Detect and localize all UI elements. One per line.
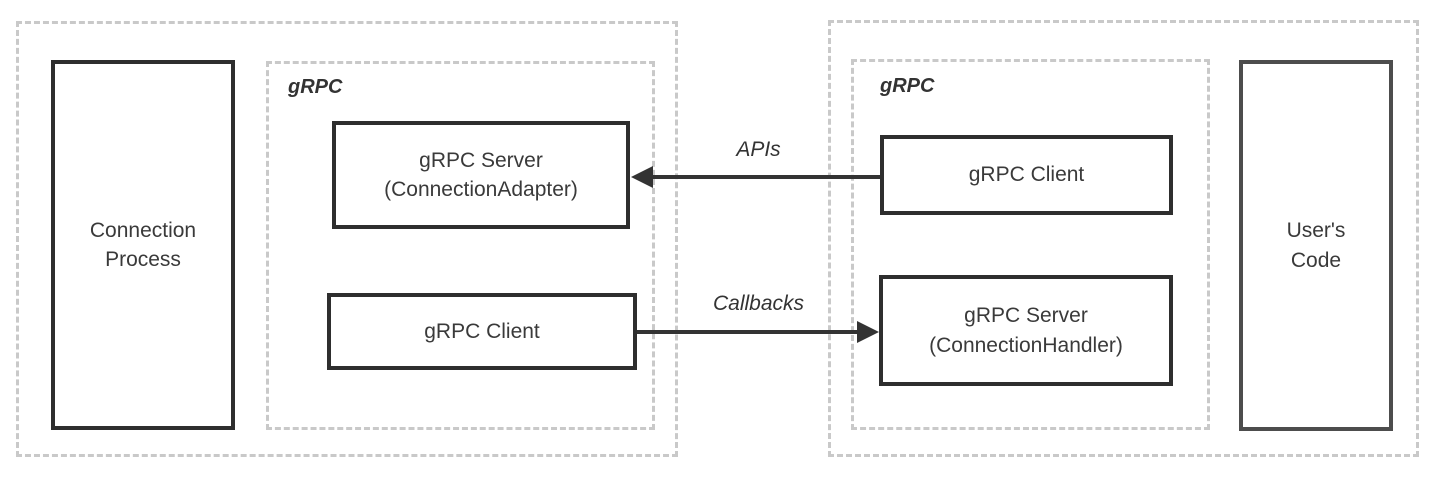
apis-arrow-line [651,175,880,179]
apis-arrowhead-left-icon [631,166,653,188]
grpc-server-handler-label-line2: (ConnectionHandler) [929,333,1123,357]
right-grpc-client-label: gRPC Client [968,163,1085,187]
connection-process-container [16,21,678,457]
users-code-box: User's Code [1239,60,1393,431]
grpc-server-connection-handler-box: gRPC Server (ConnectionHandler) [879,275,1173,386]
apis-arrow-label: APIs [736,138,781,161]
right-grpc-group [851,59,1210,430]
connection-process-label-line1: Connection [89,218,197,242]
connection-process-label-line2: Process [105,248,181,271]
callbacks-arrowhead-right-icon [857,321,879,343]
grpc-server-adapter-label-line2: (ConnectionAdapter) [384,178,578,201]
left-grpc-group [266,61,655,430]
connection-process-box: Connection Process [51,60,235,430]
callbacks-arrow-line [637,330,859,334]
grpc-server-connection-adapter-box: gRPC Server (ConnectionAdapter) [332,121,630,229]
grpc-server-adapter-label-line1: gRPC Server [419,148,543,172]
callbacks-arrow-label: Callbacks [712,292,805,315]
left-grpc-client-box: gRPC Client [327,293,637,370]
users-code-container [828,20,1419,457]
users-code-label-line2: Code [1290,248,1342,272]
right-grpc-client-box: gRPC Client [880,135,1173,215]
left-grpc-group-label: gRPC [288,76,343,98]
grpc-server-handler-label-line1: gRPC Server [964,304,1088,328]
users-code-label-line1: User's [1286,219,1346,243]
left-grpc-client-label: gRPC Client [424,319,540,343]
right-grpc-group-label: gRPC [880,75,935,97]
